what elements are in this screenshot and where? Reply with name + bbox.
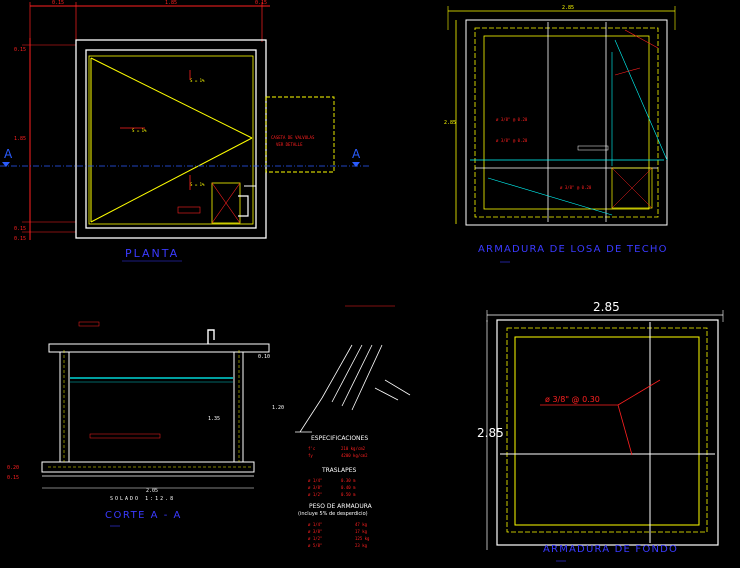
peso-1-k: ø 3/8" bbox=[308, 529, 322, 534]
planta-dim-top-right: 0.15 bbox=[255, 0, 267, 6]
planta-dim-left-bot-b: 0.15 bbox=[14, 236, 26, 242]
section-mark-left: A bbox=[4, 147, 13, 161]
especificaciones-block: ESPECIFICACIONES f'c 210 kg/cm2 fy 4200 … bbox=[298, 435, 373, 548]
corte-dim-bot-a: 0.20 bbox=[7, 465, 19, 471]
techo-height-dim: 2.85 bbox=[444, 120, 456, 126]
svg-text:S = 1%: S = 1% bbox=[190, 182, 205, 187]
spec-fy-val: 4200 kg/cm2 bbox=[341, 453, 368, 458]
peso-3-k: ø 5/8" bbox=[308, 543, 322, 548]
corte-view: 0.10 1.20 1.35 0.20 0.15 2.05 SOLADO 1:1… bbox=[7, 321, 284, 527]
corte-dim-bot-b: 0.15 bbox=[7, 475, 19, 481]
techo-note-3: ø 3/8" @ 0.20 bbox=[560, 185, 592, 190]
planta-dim-top-left: 0.15 bbox=[52, 0, 64, 6]
spec-title: ESPECIFICACIONES bbox=[311, 435, 368, 442]
peso-1-v: 17 kg bbox=[355, 529, 368, 534]
techo-note-2: ø 3/8" @ 0.20 bbox=[496, 138, 528, 143]
spec-fc-key: f'c bbox=[308, 446, 316, 451]
corte-dim-bottom: 2.05 bbox=[146, 488, 158, 494]
spec-fc-val: 210 kg/cm2 bbox=[341, 446, 366, 451]
traslape-2-k: ø 1/2" bbox=[308, 492, 322, 497]
peso-0-k: ø 1/4" bbox=[308, 522, 322, 527]
planta-dim-left-top: 0.15 bbox=[14, 47, 26, 53]
peso-title: PESO DE ARMADURA bbox=[309, 503, 373, 510]
fondo-width-dim: 2.85 bbox=[593, 300, 620, 314]
planta-dim-left-bot-a: 0.15 bbox=[14, 226, 26, 232]
traslape-0-v: 0.30 m bbox=[341, 478, 356, 483]
techo-note-1: ø 3/8" @ 0.20 bbox=[496, 117, 528, 122]
peso-0-v: 47 kg bbox=[355, 522, 368, 527]
traslape-1-v: 0.40 m bbox=[341, 485, 356, 490]
planta-dim-left-mid: 1.85 bbox=[14, 136, 26, 142]
corte-dim-inner: 1.35 bbox=[208, 416, 220, 422]
traslape-2-v: 0.50 m bbox=[341, 492, 356, 497]
svg-text:S = 1%: S = 1% bbox=[190, 78, 205, 83]
peso-sub: (incluye 5% de desperdicio) bbox=[298, 511, 368, 517]
corte-title: CORTE A - A bbox=[105, 510, 182, 521]
fondo-note: ø 3/8" @ 0.30 bbox=[545, 395, 600, 404]
peso-2-v: 125 kg bbox=[355, 536, 370, 541]
section-mark-right: A bbox=[352, 147, 361, 161]
caseta-label: CASETA DE VALVULAS bbox=[271, 135, 315, 140]
spec-fy-key: fy bbox=[308, 453, 313, 458]
fondo-height-dim: 2.85 bbox=[477, 426, 504, 440]
armadura-techo-view: 2.85 2.85 ø 3/8" @ 0.20 ø 3/8" @ 0.20 ø … bbox=[444, 5, 676, 263]
peso-2-k: ø 1/2" bbox=[308, 536, 322, 541]
traslape-1-k: ø 3/8" bbox=[308, 485, 322, 490]
corte-dim-mid: 1.20 bbox=[272, 405, 284, 411]
solado-label: SOLADO 1:12.8 bbox=[110, 496, 175, 502]
armadura-fondo-view: 2.85 2.85 ø 3/8" @ 0.30 ARMADURA DE FOND… bbox=[477, 300, 724, 562]
peso-3-v: 23 kg bbox=[355, 543, 368, 548]
traslape-0-k: ø 1/4" bbox=[308, 478, 322, 483]
traslapes-title: TRASLAPES bbox=[321, 467, 356, 474]
rebar-detail bbox=[295, 305, 411, 433]
techo-width-dim: 2.85 bbox=[562, 5, 574, 11]
fondo-title: ARMADURA DE FONDO bbox=[543, 544, 678, 555]
svg-text:S = 1%: S = 1% bbox=[132, 128, 147, 133]
corte-dim-top: 0.10 bbox=[258, 354, 270, 360]
planta-dim-top: 1.85 bbox=[165, 0, 177, 6]
caseta-ref: VER DETALLE bbox=[276, 142, 303, 147]
planta-view: 0.15 1.85 0.15 0.15 1.85 0.15 0.15 S = 1… bbox=[0, 0, 370, 262]
techo-title: ARMADURA DE LOSA DE TECHO bbox=[478, 244, 668, 255]
planta-title: PLANTA bbox=[125, 247, 179, 260]
